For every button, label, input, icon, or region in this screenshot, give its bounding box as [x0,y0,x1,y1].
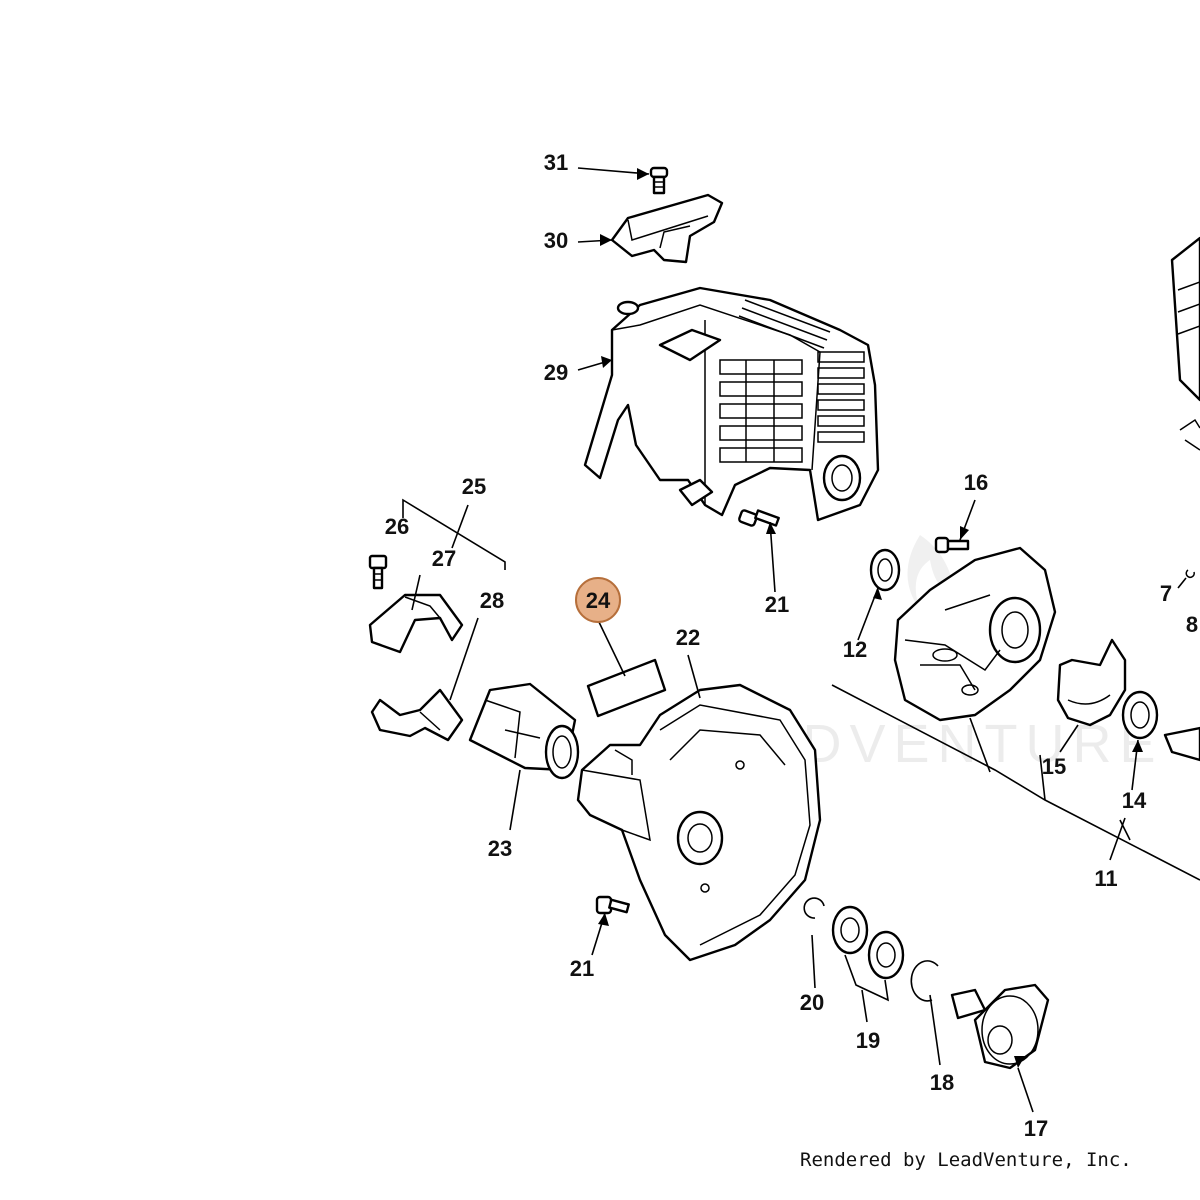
crankshaft-partial [1163,726,1200,762]
part-18-retaining-ring[interactable] [910,960,939,1002]
part-16-screw[interactable] [934,536,970,554]
callout-28[interactable]: 28 [480,588,504,613]
arrowheads [598,168,1143,1068]
part-26-bolt[interactable] [368,554,388,590]
callout-17[interactable]: 17 [1024,1116,1048,1141]
part-19-bearings[interactable] [831,905,905,980]
part-11-crankcase[interactable] [893,546,1057,722]
part-15-gasket[interactable] [1056,638,1127,727]
callout-27[interactable]: 27 [432,546,456,571]
callout-15[interactable]: 15 [1042,754,1066,779]
part-20-circlip[interactable] [803,897,825,919]
callout-22[interactable]: 22 [676,625,700,650]
callout-31[interactable]: 31 [544,150,568,175]
callout-7[interactable]: 7 [1160,581,1172,606]
engine-cylinder-partial [1170,236,1200,579]
callout-21-upper[interactable]: 21 [765,592,789,617]
callout-19[interactable]: 19 [856,1028,880,1053]
part-31-screw[interactable] [649,166,669,195]
leader-lines [402,167,1200,1113]
part-24-decal[interactable] [586,658,667,718]
callout-16[interactable]: 16 [964,470,988,495]
callout-25[interactable]: 25 [462,474,486,499]
highlight-marker [575,577,621,623]
part-23-sleeve[interactable] [468,682,580,780]
callout-26[interactable]: 26 [385,514,409,539]
part-21-screw-lower[interactable] [595,895,630,915]
part-22-fan-housing[interactable] [576,683,822,962]
callout-23[interactable]: 23 [488,836,512,861]
callout-29[interactable]: 29 [544,360,568,385]
callout-14[interactable]: 14 [1122,788,1147,813]
callout-18[interactable]: 18 [930,1070,954,1095]
part-17-clutch-drum[interactable] [950,983,1050,1070]
part-14-bearing[interactable] [1121,690,1159,740]
part-27-clamp-upper[interactable] [368,593,464,654]
part-30-top-cover[interactable] [610,193,724,264]
part-21-screw-upper[interactable] [738,509,780,527]
callout-12[interactable]: 12 [843,637,867,662]
callout-21-lower[interactable]: 21 [570,956,594,981]
callout-8[interactable]: 8 [1186,612,1198,637]
callout-labels: 31 30 29 25 26 27 28 24 22 21 23 21 16 1… [385,150,1198,1141]
part-29-engine-shroud[interactable] [583,286,880,522]
callout-30[interactable]: 30 [544,228,568,253]
callout-20[interactable]: 20 [800,990,824,1015]
part-12-seal[interactable] [869,548,901,592]
callout-11[interactable]: 11 [1094,866,1117,891]
callout-24[interactable]: 24 [586,588,611,613]
render-credit: Rendered by LeadVenture, Inc. [800,1149,1132,1171]
part-28-clamp-lower[interactable] [370,688,464,742]
